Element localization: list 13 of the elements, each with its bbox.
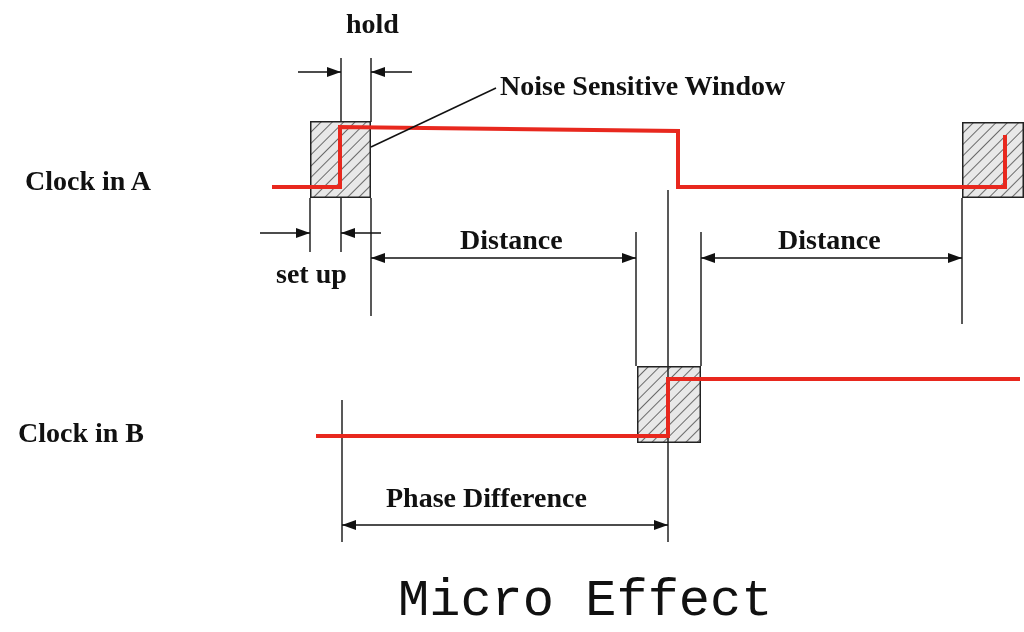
signal-name: Clock in B <box>18 417 145 449</box>
caption: Micro Effect <box>398 574 773 630</box>
dimension-label: hold <box>346 8 399 40</box>
hatched-window <box>637 366 701 443</box>
dimension-label: Distance <box>460 224 563 256</box>
dimension-label: Distance <box>778 224 881 256</box>
window-label: Noise Sensitive Window <box>500 70 787 102</box>
dimension-label: Phase Difference <box>386 482 587 514</box>
hatched-window <box>962 122 1024 198</box>
leader-line <box>370 87 497 148</box>
signal-name: Clock in A <box>25 165 152 197</box>
dimension-label: set up <box>276 258 347 290</box>
hatched-window <box>310 121 371 198</box>
